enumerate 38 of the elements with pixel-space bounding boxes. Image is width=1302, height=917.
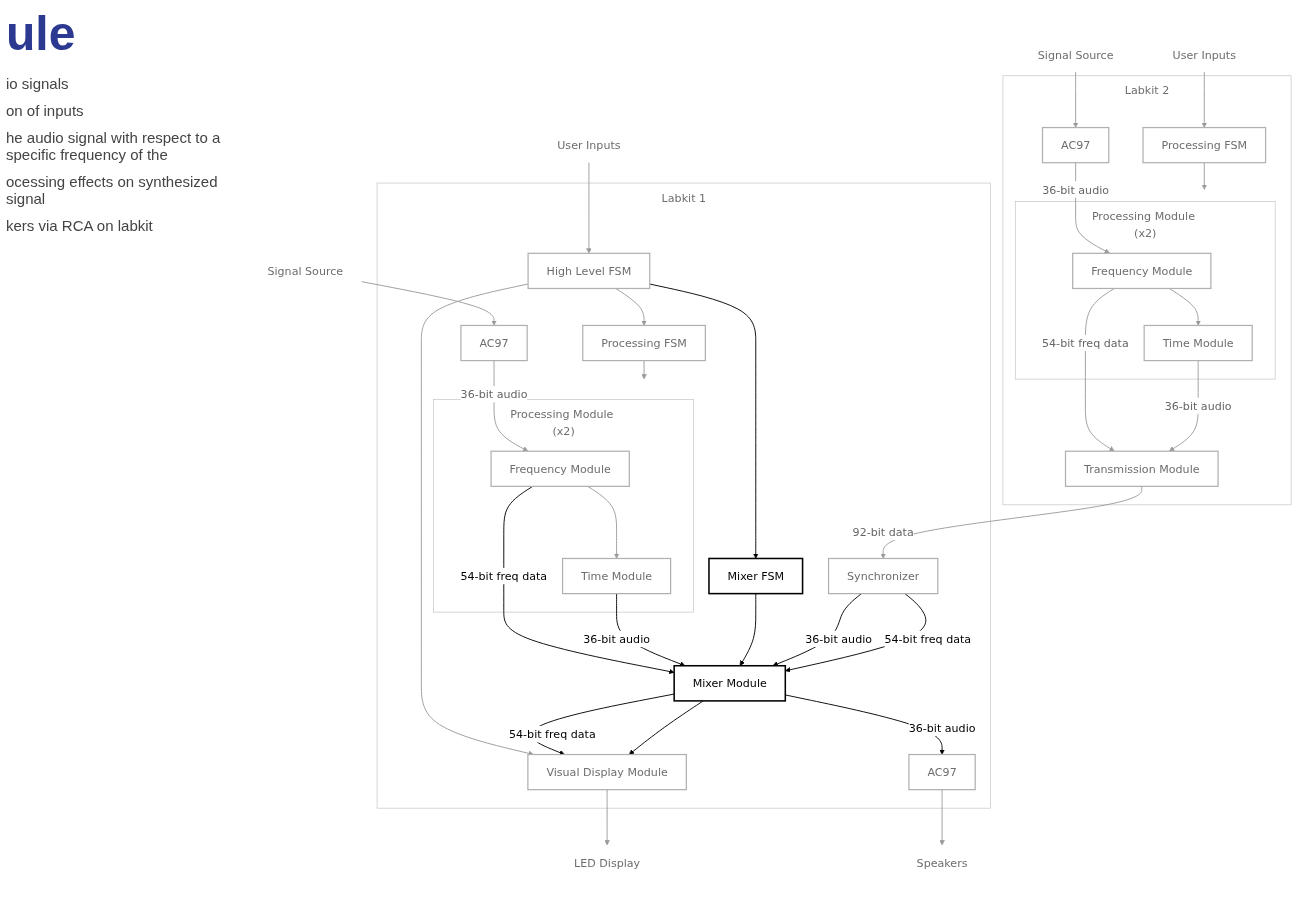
edge-label: 36-bit audio xyxy=(908,721,976,735)
node-text: LED Display xyxy=(574,856,641,870)
node-text: Signal Source xyxy=(267,264,344,278)
node-text: User Inputs xyxy=(557,138,621,152)
node-text: Signal Source xyxy=(1037,47,1114,61)
node-box: High Level FSM xyxy=(527,252,651,289)
bullet-text: kers via RCA on labkit xyxy=(6,217,154,234)
node-box: Processing FSM xyxy=(1142,126,1267,164)
node-box: Visual Display Module xyxy=(527,753,687,791)
node-box: Transmission Module xyxy=(1064,450,1219,487)
bullet-text: on of inputs xyxy=(6,102,85,119)
bullet-text: io signals xyxy=(6,75,70,92)
slide-title: ule xyxy=(6,6,77,61)
node-box: Frequency Module xyxy=(490,450,630,487)
node-box: AC97 xyxy=(460,324,528,362)
edge-label: 36-bit audio xyxy=(1164,399,1232,413)
edge-label: 36-bit audio xyxy=(583,632,651,646)
edge-label: 36-bit audio xyxy=(460,387,528,401)
edge-label: 92-bit data xyxy=(852,525,914,539)
node-box: Mixer FSM xyxy=(708,557,804,595)
edge-label: 36-bit audio xyxy=(1042,182,1110,196)
node-box: Frequency Module xyxy=(1072,252,1212,289)
node-text: User Inputs xyxy=(1172,47,1236,61)
edge-label: 54-bit freq data xyxy=(1042,336,1129,350)
edge-label: 54-bit freq data xyxy=(884,632,972,646)
edge-label: 54-bit freq data xyxy=(508,727,596,741)
node-box: AC97 xyxy=(1041,126,1110,164)
bullet-text: ocessing effects on synthesized signal xyxy=(6,173,219,207)
node-box: AC97 xyxy=(908,753,976,791)
bullet-text: he audio signal with respect to a specific frequency of the xyxy=(6,129,222,163)
node-box: Mixer Module xyxy=(673,664,787,702)
edge-label: 54-bit freq data xyxy=(460,569,548,583)
node-box: Time Module xyxy=(561,557,672,595)
edge-label: 36-bit audio xyxy=(805,632,873,646)
node-box: Time Module xyxy=(1143,324,1253,362)
node-box: Processing FSM xyxy=(582,324,706,362)
node-text: Speakers xyxy=(916,856,968,870)
node-box: Synchronizer xyxy=(827,557,939,595)
